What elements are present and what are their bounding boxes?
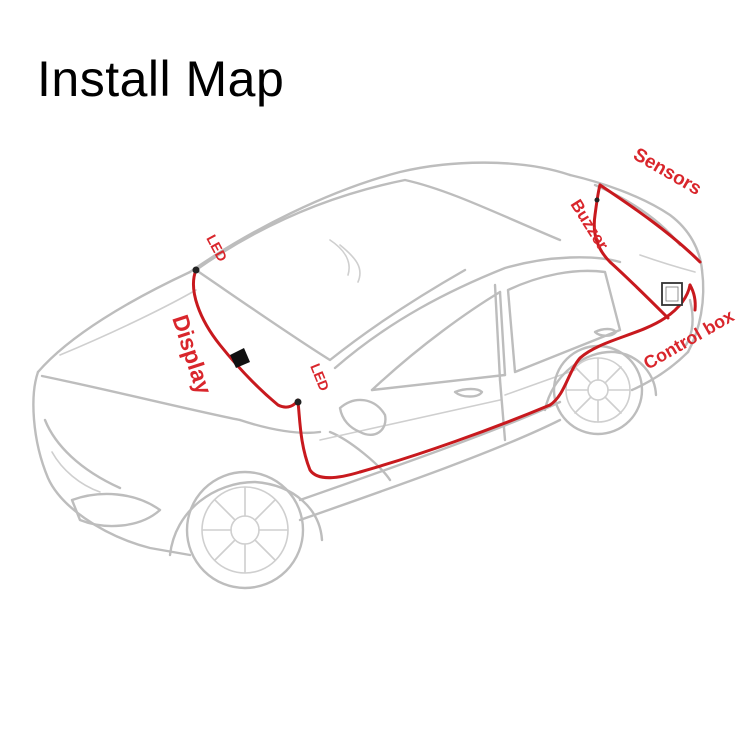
display-unit [230, 348, 250, 368]
label-sensors: Sensors [630, 144, 705, 200]
led-front-marker [192, 266, 200, 274]
control-box-unit [661, 282, 683, 306]
led-mirror-marker [294, 398, 302, 406]
buzzer-marker [594, 197, 600, 203]
label-buzzer: Buzzer [567, 196, 613, 254]
wiring [192, 183, 702, 480]
car-outline [32, 161, 705, 590]
label-led-mirror: LED [307, 361, 332, 393]
label-display: Display [167, 312, 217, 398]
label-control-box: Control box [640, 306, 737, 374]
page-title: Install Map [37, 51, 285, 107]
